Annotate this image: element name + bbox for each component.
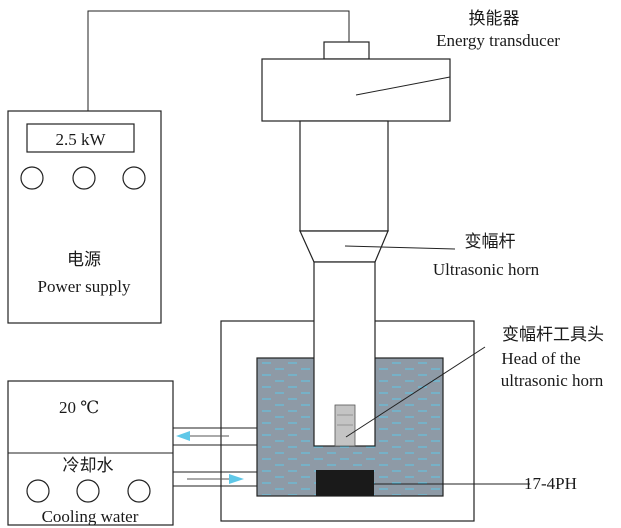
power-cable — [87, 10, 350, 111]
cooling-pipes — [173, 427, 257, 487]
transducer-leader — [355, 76, 451, 96]
power-supply: 2.5 kW 电源 Power supply — [7, 110, 162, 324]
horn-upper — [299, 120, 389, 232]
power-knob-1 — [20, 166, 44, 190]
outflow-arrow-head — [176, 431, 190, 441]
specimen-block — [316, 470, 374, 496]
power-knob-3 — [122, 166, 146, 190]
horn-label-en: Ultrasonic horn — [433, 260, 540, 279]
specimen-label: 17-4PH — [524, 474, 577, 493]
horn-leader — [344, 245, 456, 250]
transducer-connector — [323, 41, 370, 60]
power-display — [26, 123, 135, 153]
horn-head-label-en-1: Head of the — [501, 349, 580, 368]
transducer-body — [261, 58, 451, 122]
horn-tool-tip — [334, 404, 356, 447]
cooling-water-unit: 20 ℃ 冷却水 Cooling water — [7, 380, 174, 526]
cooling-knob-2 — [76, 479, 100, 503]
horn-head-label-en-2: ultrasonic horn — [501, 371, 604, 390]
cooling-label-cn: 冷却水 — [63, 456, 114, 475]
transducer-label-cn: 换能器 — [469, 9, 520, 28]
energy-transducer — [261, 41, 451, 122]
power-display-value: 2.5 kW — [55, 130, 106, 149]
power-supply-label-cn: 电源 — [67, 250, 101, 269]
horn-head-label-cn: 变幅杆工具头 — [502, 325, 604, 344]
cooling-label-en: Cooling water — [42, 507, 139, 526]
cooling-temperature: 20 ℃ — [59, 398, 99, 417]
inflow-arrow-head — [229, 474, 244, 484]
cooling-knob-3 — [127, 479, 151, 503]
horn-head-leader — [345, 346, 486, 438]
power-supply-label-en: Power supply — [37, 277, 131, 296]
ultrasonic-horn — [299, 120, 389, 447]
cooling-knob-1 — [26, 479, 50, 503]
power-knob-2 — [72, 166, 96, 190]
horn-label-cn: 变幅杆 — [465, 232, 516, 251]
transducer-label-en: Energy transducer — [436, 31, 560, 50]
